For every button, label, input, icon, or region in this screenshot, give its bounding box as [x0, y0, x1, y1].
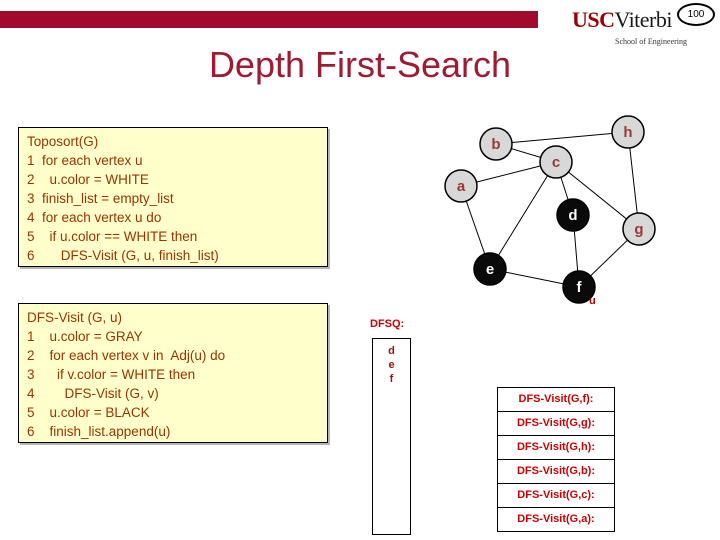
- graph-node-h: [611, 115, 645, 149]
- dfsq-label: DFSQ:: [370, 318, 405, 330]
- dfsq-queue-entry-e: e: [388, 359, 395, 371]
- top-accent-bar: [0, 11, 538, 28]
- graph-edge-a-c: [460, 161, 557, 187]
- graph-edge-b-c: [495, 143, 557, 163]
- graph-node-label-c: c: [552, 154, 560, 171]
- graph-node-label-a: a: [457, 178, 466, 195]
- graph-node-label-g: g: [634, 221, 643, 238]
- graph-edge-d-f: [572, 214, 580, 288]
- call-stack-frame-5: DFS-Visit(G,a):: [497, 507, 615, 532]
- logo-viterbi-text: Viterbi: [614, 7, 673, 32]
- logo-usc-text: USC: [571, 7, 615, 32]
- graph-node-label-h: h: [623, 124, 632, 141]
- call-stack-frame-4: DFS-Visit(G,c):: [497, 483, 615, 508]
- graph-node-c: [539, 145, 573, 179]
- call-stack-frame-3: DFS-Visit(G,b):: [497, 459, 615, 484]
- graph-node-d: [556, 198, 590, 232]
- graph-node-label-b: b: [491, 136, 500, 153]
- graph-edge-c-d: [555, 161, 574, 216]
- graph-node-e: [473, 252, 507, 286]
- graph-edge-g-f: [578, 228, 640, 288]
- dfsq-queue-entry-d: d: [388, 345, 395, 357]
- call-stack-frame-1: DFS-Visit(G,g):: [497, 411, 615, 436]
- current-vertex-label: u: [589, 295, 596, 307]
- call-stack: DFS-Visit(G,f):DFS-Visit(G,g):DFS-Visit(…: [497, 387, 615, 532]
- graph-node-label-d: d: [568, 207, 577, 224]
- graph-edge-c-e: [489, 161, 557, 270]
- graph-edge-h-g: [627, 131, 640, 230]
- logo-school-text: School of Engineering: [615, 37, 687, 46]
- dfs-visit-pseudocode-text: DFS-Visit (G, u) 1 u.color = GRAY 2 for …: [27, 310, 226, 439]
- graph-node-b: [479, 127, 513, 161]
- graph-edge-a-e: [460, 185, 491, 270]
- graph-edge-e-f: [489, 268, 580, 288]
- slide-number-badge: 100: [677, 3, 715, 26]
- graph-node-label-e: e: [486, 261, 494, 278]
- graph-edge-c-g: [555, 161, 640, 230]
- call-stack-frame-0: DFS-Visit(G,f):: [497, 387, 615, 412]
- dfsq-queue-entry-f: f: [389, 373, 394, 385]
- call-stack-frame-2: DFS-Visit(G,h):: [497, 435, 615, 460]
- page-title: Depth First-Search: [208, 44, 512, 85]
- dfs-visit-pseudocode-box: DFS-Visit (G, u) 1 u.color = GRAY 2 for …: [18, 303, 328, 443]
- graph-node-g: [622, 212, 656, 246]
- graph-node-label-f: f: [577, 279, 583, 296]
- graph-node-a: [444, 169, 478, 203]
- usc-viterbi-logo: USCViterbi: [571, 7, 673, 35]
- graph-edge-b-h: [495, 131, 629, 145]
- toposort-pseudocode-box: Toposort(G) 1 for each vertex u 2 u.colo…: [18, 127, 328, 267]
- toposort-pseudocode-text: Toposort(G) 1 for each vertex u 2 u.colo…: [27, 134, 219, 263]
